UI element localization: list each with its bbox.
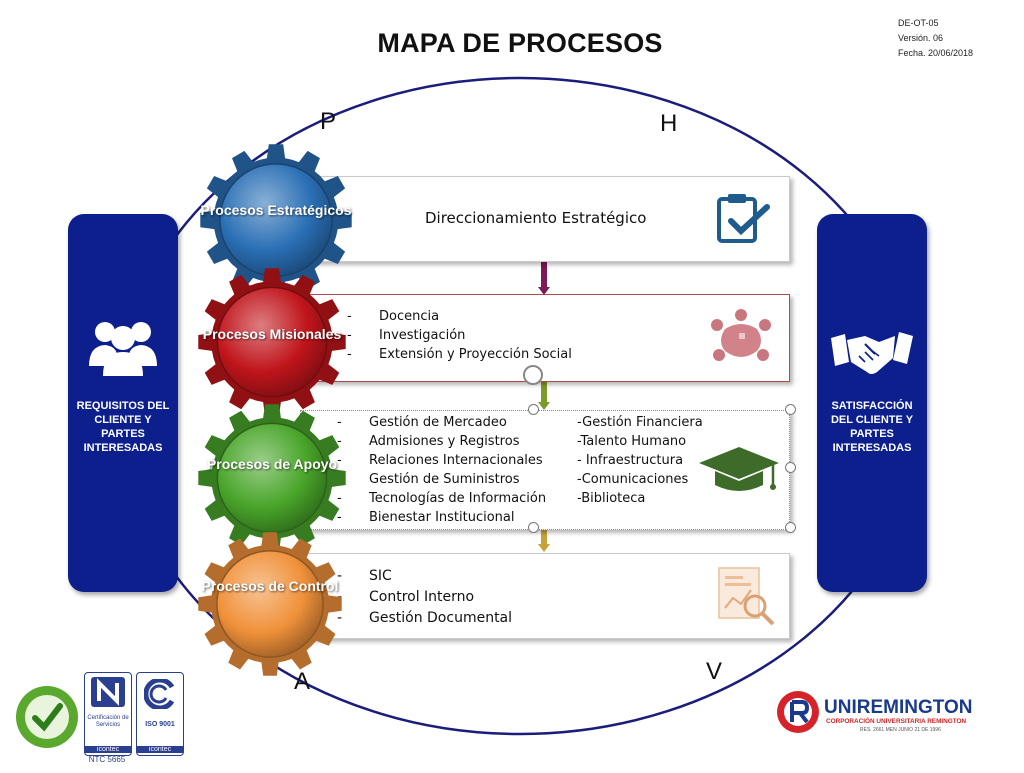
resize-handle[interactable] <box>528 522 539 533</box>
connector-arrows <box>538 262 550 552</box>
support-gear-label: Procesos de Apoyo <box>206 456 338 472</box>
list-item: -Biblioteca <box>577 491 646 506</box>
page-title: MAPA DE PROCESOS <box>377 28 663 58</box>
list-item: -Talento Humano <box>577 434 687 449</box>
uniremington-resolution: RES. 2661 MEN JUNIO 21 DE 1996 <box>860 727 941 733</box>
doc-version: Versión. 06 <box>898 33 944 43</box>
pdca-plan: P <box>320 108 337 135</box>
pdca-do: H <box>660 110 678 137</box>
resize-handle[interactable] <box>785 404 796 415</box>
control-gear-label: Procesos de Control <box>201 578 339 594</box>
icontec-mark-icon <box>91 677 125 707</box>
missional-list: -Docencia -Investigación -Extensión y Pr… <box>347 307 572 364</box>
list-item: -Comunicaciones <box>577 472 689 487</box>
gear-hub <box>216 286 328 398</box>
gear-hub <box>216 550 324 658</box>
list-item: -Control Interno <box>337 589 475 605</box>
iso-logo: ISO 9001 icontec <box>136 672 184 756</box>
doc-code: DE-OT-05 <box>898 18 939 28</box>
resize-handle[interactable] <box>785 462 796 473</box>
strategic-gear-label: Procesos Estratégicos <box>200 202 352 218</box>
list-item: -Gestión de Mercadeo <box>337 415 507 430</box>
pdca-check: V <box>706 658 723 685</box>
list-item: -Relaciones Internacionales <box>337 453 543 468</box>
list-item: -Gestión Financiera <box>577 415 703 430</box>
doc-date: Fecha. 20/06/2018 <box>898 48 974 58</box>
support-list-left: -Gestión de Mercadeo -Admisiones y Regis… <box>337 413 546 527</box>
document-info: DE-OT-05 Versión. 06 Fecha. 20/06/2018 <box>898 16 973 61</box>
strategic-item: Direccionamiento Estratégico <box>425 209 647 227</box>
control-panel: -SIC -Control Interno -Gestión Documenta… <box>300 553 790 639</box>
pdca-act: A <box>294 668 311 695</box>
missional-gear-label: Procesos Misionales <box>202 326 342 342</box>
strategic-panel: Direccionamiento Estratégico <box>300 176 790 262</box>
control-list: -SIC -Control Interno -Gestión Documenta… <box>337 566 512 629</box>
support-list-right: -Gestión Financiera -Talento Humano - In… <box>577 413 703 508</box>
resize-handle[interactable] <box>528 404 539 415</box>
missional-panel: -Docencia -Investigación -Extensión y Pr… <box>300 294 790 385</box>
social-responsibility-seal <box>16 686 78 748</box>
icontec-services-logo: Certificación de Servicios icontec <box>84 672 132 756</box>
handshake-icon <box>831 332 913 374</box>
list-item: - Infraestructura <box>577 453 684 468</box>
list-item: -Tecnologías de Información <box>337 491 547 506</box>
iso-mark-icon <box>144 679 175 709</box>
control-gear <box>198 532 342 676</box>
satisfaction-label: SATISFACCIÓN DEL CLIENTE Y PARTES INTERE… <box>830 400 914 454</box>
satisfaction-box: SATISFACCIÓN DEL CLIENTE Y PARTES INTERE… <box>817 214 927 592</box>
requirements-box: REQUISITOS DEL CLIENTE Y PARTES INTERESA… <box>68 214 178 592</box>
list-item: -SIC <box>337 568 392 584</box>
list-item: -Gestión de Suministros <box>337 472 520 487</box>
list-item: -Investigación <box>347 328 466 343</box>
uniremington-subtitle: CORPORACIÓN UNIVERSITARIA REMINGTON <box>826 718 967 725</box>
list-item: -Docencia <box>347 309 440 324</box>
support-gear <box>198 404 346 552</box>
resize-handle[interactable] <box>785 522 796 533</box>
puzzle-people-icon <box>711 309 771 361</box>
list-item: -Bienestar Institucional <box>337 510 515 525</box>
uniremington-emblem <box>777 691 819 733</box>
support-panel: -Gestión de Mercadeo -Admisiones y Regis… <box>300 410 790 530</box>
clipboard-check-icon <box>717 194 770 243</box>
ntc-label: NTC 5665 <box>88 755 126 764</box>
rotate-handle[interactable] <box>523 365 543 385</box>
people-group-icon <box>89 322 157 376</box>
list-item: -Gestión Documental <box>337 610 513 626</box>
report-magnifier-icon <box>718 567 775 626</box>
uniremington-wordmark: UNIREMINGTON <box>824 697 973 718</box>
list-item: -Admisiones y Registros <box>337 434 520 449</box>
requirements-label: REQUISITOS DEL CLIENTE Y PARTES INTERESA… <box>76 400 170 454</box>
graduation-cap-icon <box>699 447 779 491</box>
strategic-gear <box>200 144 352 296</box>
list-item: -Extensión y Proyección Social <box>347 347 572 362</box>
missional-gear <box>198 268 346 416</box>
